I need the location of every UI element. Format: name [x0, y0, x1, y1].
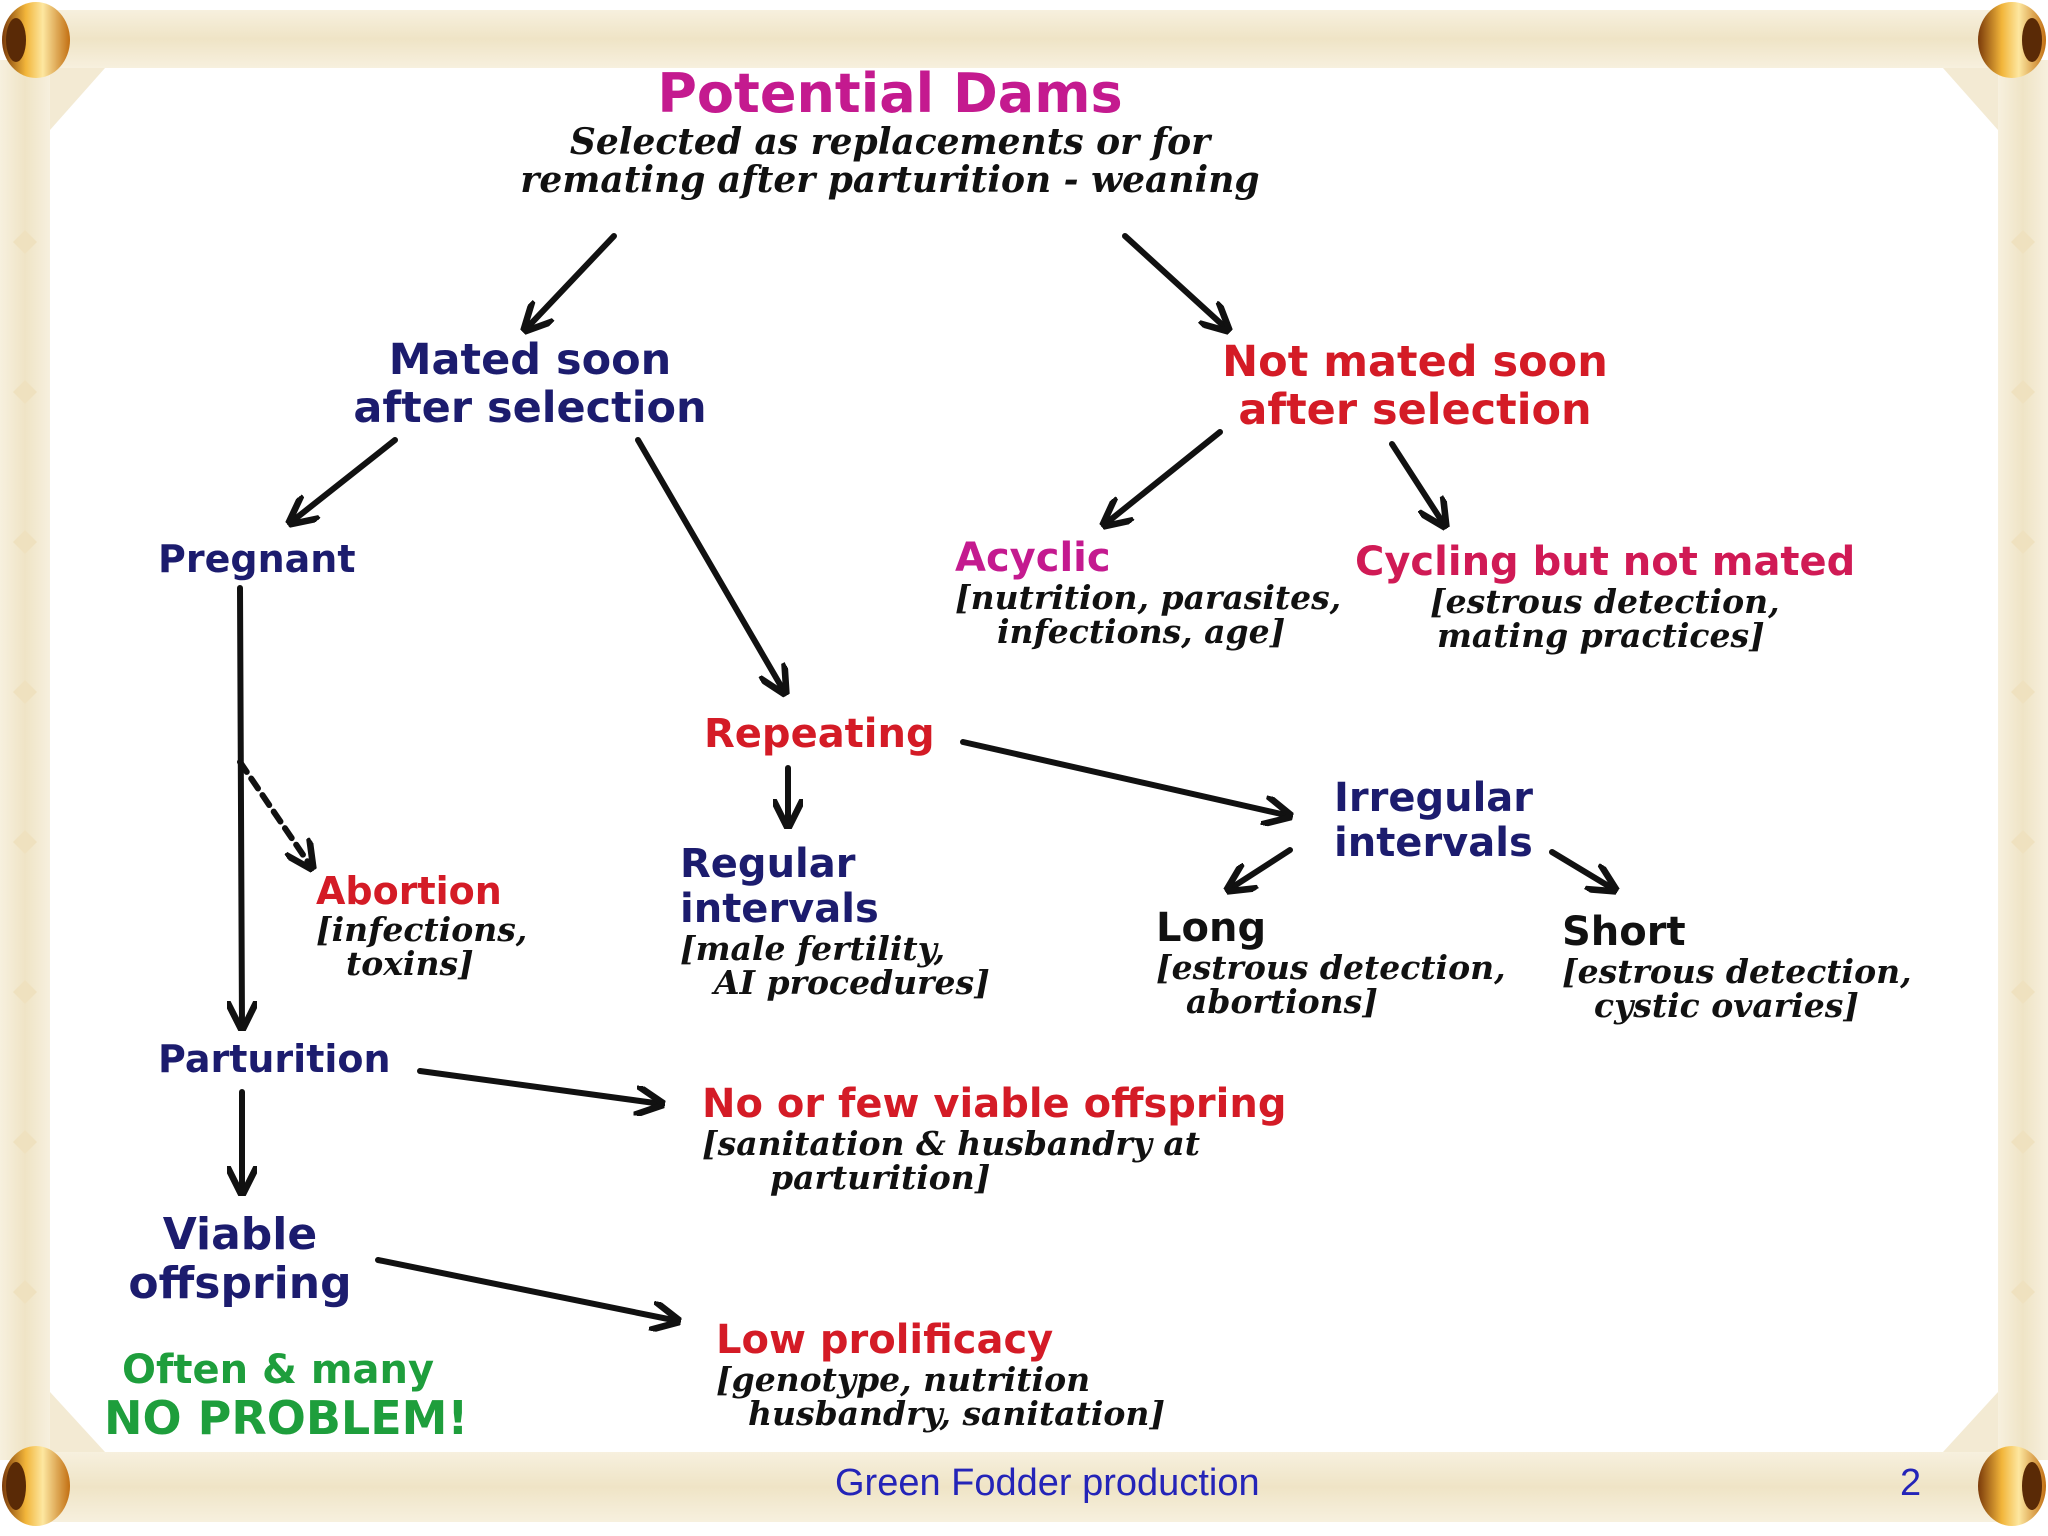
- abortion-note2: toxins]: [346, 944, 474, 984]
- not-mated-line2: after selection: [1238, 385, 1592, 436]
- scroll-roll-icon: [1978, 1446, 2046, 1526]
- long-title: Long: [1156, 905, 1267, 951]
- node-not-mated-soon: Not mated soon after selection: [1200, 338, 1630, 434]
- arrow-parturition-to-no-viable: [417, 1068, 662, 1104]
- long-note2: abortions]: [1186, 982, 1378, 1022]
- node-parturition: Parturition: [158, 1038, 391, 1081]
- parturition-title: Parturition: [158, 1037, 391, 1081]
- scroll-roll-icon: [2, 1446, 70, 1526]
- cycling-note2: mating practices]: [1437, 616, 1765, 656]
- arrow-pregnant-to-parturition: [240, 585, 242, 1028]
- node-viable-offspring: Viable offspring: [120, 1210, 360, 1309]
- acyclic-note1: [nutrition, parasites,: [955, 577, 1342, 617]
- short-note2: cystic ovaries]: [1594, 986, 1859, 1026]
- often-many-text: Often & many: [122, 1347, 435, 1393]
- node-long: Long [estrous detection, abortions]: [1156, 906, 1506, 1020]
- arrow-not-mated-to-acyclic: [1104, 429, 1223, 525]
- page-number: 2: [1900, 1462, 1922, 1504]
- node-cycling-not-mated: Cycling but not mated [estrous detection…: [1355, 540, 1855, 654]
- arrow-repeating-to-irregular: [960, 739, 1290, 816]
- low-prolificacy-note2: husbandry, sanitation]: [748, 1394, 1165, 1434]
- node-mated-soon: Mated soon after selection: [340, 336, 720, 432]
- cycling-title: Cycling but not mated: [1355, 539, 1856, 585]
- short-note1: [estrous detection,: [1562, 951, 1912, 991]
- regular-note1: [male fertility,: [680, 928, 946, 968]
- arrow-irregular-to-short: [1549, 849, 1615, 890]
- arrow-not-mated-to-cycling: [1389, 441, 1445, 526]
- regular-line1: Regular: [680, 841, 856, 887]
- short-title: Short: [1562, 909, 1686, 955]
- abortion-title: Abortion: [316, 869, 502, 913]
- no-viable-note1: [sanitation & husbandry at: [702, 1123, 1201, 1163]
- node-low-prolificacy: Low prolificacy [genotype, nutrition hus…: [716, 1318, 1165, 1432]
- regular-line2: intervals: [680, 885, 879, 932]
- arrow-root-to-not-mated: [1122, 233, 1228, 330]
- acyclic-title: Acyclic: [955, 535, 1111, 581]
- node-regular-intervals: Regular intervals [male fertility, AI pr…: [680, 842, 990, 1001]
- footer-title: Green Fodder production: [835, 1462, 1260, 1504]
- arrow-mated-to-pregnant: [290, 437, 398, 523]
- regular-note2: AI procedures]: [714, 963, 990, 1003]
- no-viable-note2: parturition]: [770, 1158, 991, 1198]
- root-line1: Selected as replacements or for: [569, 121, 1211, 164]
- mated-line2: after selection: [353, 383, 707, 434]
- viable-line1: Viable: [162, 1209, 318, 1260]
- abortion-note1: [infections,: [316, 909, 528, 949]
- cycling-note1: [estrous detection,: [1430, 581, 1780, 621]
- node-repeating: Repeating: [704, 712, 935, 757]
- viable-line2: offspring: [128, 1258, 352, 1310]
- node-no-viable-offspring: No or few viable offspring [sanitation &…: [702, 1082, 1286, 1196]
- node-irregular-intervals: Irregular intervals: [1334, 776, 1533, 866]
- repeating-title: Repeating: [704, 711, 935, 757]
- low-prolificacy-title: Low prolificacy: [716, 1317, 1054, 1363]
- irregular-line2: intervals: [1334, 819, 1533, 866]
- pregnant-title: Pregnant: [158, 537, 356, 581]
- node-acyclic: Acyclic [nutrition, parasites, infection…: [955, 536, 1341, 650]
- root-line2: remating after parturition - weaning: [520, 159, 1260, 202]
- acyclic-note2: infections, age]: [997, 612, 1286, 652]
- mated-line1: Mated soon: [388, 335, 672, 385]
- irregular-line1: Irregular: [1334, 775, 1534, 821]
- node-potential-dams: Potential Dams Selected as replacements …: [500, 62, 1280, 202]
- arrow-irregular-to-long: [1228, 847, 1293, 890]
- scroll-roll-icon: [2, 2, 70, 78]
- arrow-viable-to-low-prolificacy: [375, 1257, 678, 1321]
- arrow-mated-to-repeating: [635, 437, 785, 693]
- arrow-root-to-mated: [525, 233, 617, 330]
- not-mated-line1: Not mated soon: [1222, 337, 1608, 387]
- low-prolificacy-note1: [genotype, nutrition: [716, 1359, 1091, 1399]
- node-short: Short [estrous detection, cystic ovaries…: [1562, 910, 1912, 1024]
- long-note1: [estrous detection,: [1156, 947, 1506, 987]
- scroll-roll-icon: [1978, 2, 2046, 78]
- no-problem-text: NO PROBLEM!: [104, 1390, 469, 1445]
- root-title: Potential Dams: [657, 62, 1123, 125]
- node-pregnant: Pregnant: [158, 538, 355, 581]
- node-no-problem: Often & many NO PROBLEM!: [104, 1348, 484, 1444]
- no-viable-title: No or few viable offspring: [702, 1081, 1287, 1127]
- node-abortion: Abortion [infections, toxins]: [316, 870, 527, 982]
- arrow-pregnant-to-abortion: [237, 759, 312, 868]
